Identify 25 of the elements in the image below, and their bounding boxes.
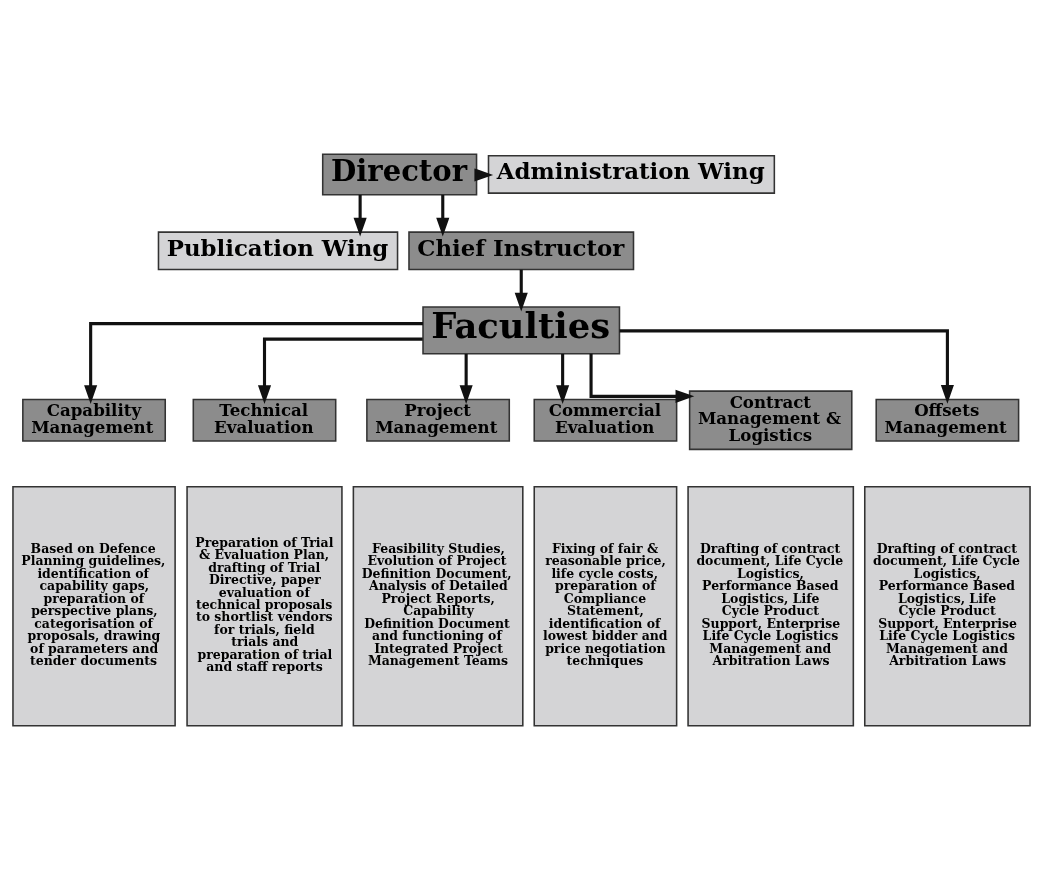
node-box: Chief Instructor: [408, 230, 635, 270]
node-box: Feasibility Studies, Evolution of Project Definition Document, Analysis of Detailed Project Reports, Capability Definition Document and functioning of Integrated Project Management Teams: [352, 485, 524, 727]
node-box: Fixing of fair & reasonable price, life cycle costs, preparation of Compliance Statement, identification of lowest bidder and price negotiation techniques: [533, 485, 678, 727]
node-box: Contract Management & Logistics: [688, 389, 853, 450]
node-box: Drafting of contract document, Life Cycle Logistics, Performance Based Logistics, Life Cycle Product Support, Enterprise Life Cycle Logistics Management and Arbitration Laws: [687, 485, 855, 727]
arrow: [436, 194, 450, 237]
node-box: Drafting of contract document, Life Cycle Logistics, Performance Based Logistics, Life Cycle Product Support, Enterprise Life Cycle Logistics Management and Arbitration Laws: [864, 485, 1031, 727]
node-box: Publication Wing: [157, 230, 399, 270]
arrow: [589, 353, 695, 403]
node-box: Technical Evaluation: [192, 398, 337, 442]
node-box: Faculties: [422, 305, 621, 354]
arrow: [514, 269, 528, 311]
node-box: Preparation of Trial & Evaluation Plan, drafting of Trial Directive, paper evaluation of technical proposals to shortlist vendors for trials, field trials and preparation of trial and staff reports: [186, 485, 343, 727]
node-box: Offsets Management: [875, 398, 1020, 442]
arrow: [257, 337, 423, 404]
arrow: [556, 353, 570, 404]
arrow: [619, 328, 954, 404]
node-box: Administration Wing: [487, 154, 776, 194]
arrow: [84, 321, 423, 404]
node-box: Based on Defence Planning guidelines, identification of capability gaps, preparation of perspective plans, categorisation of proposals, drawing of parameters and tender documents: [12, 485, 176, 727]
arrow: [353, 194, 367, 237]
arrow: [459, 353, 473, 404]
node-box: Project Management: [366, 398, 511, 442]
node-box: Capability Management: [22, 398, 166, 442]
node-box: Commercial Evaluation: [533, 398, 678, 442]
